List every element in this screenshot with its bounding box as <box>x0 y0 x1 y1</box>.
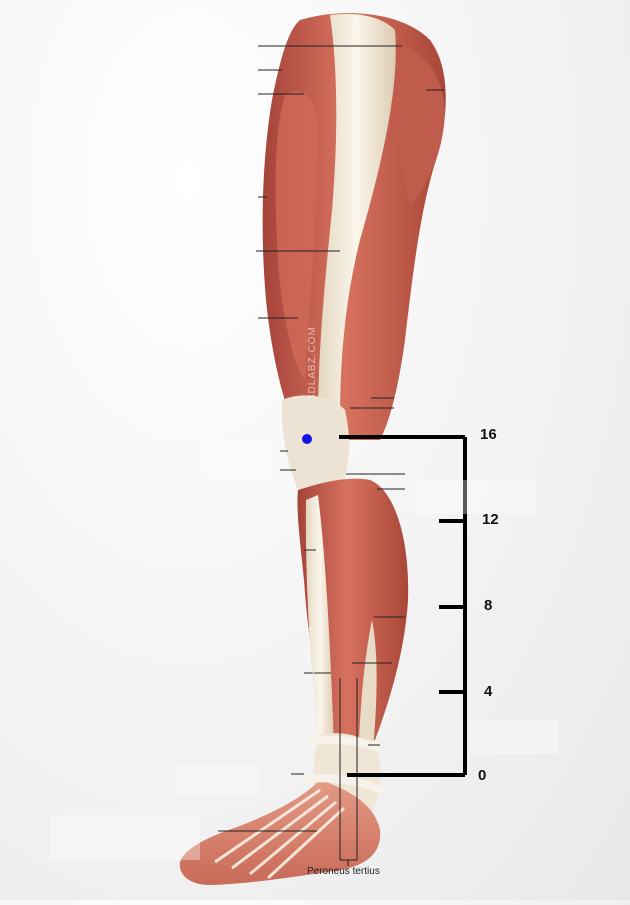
gluteal-muscle <box>395 45 445 205</box>
retinaculum-upper <box>309 736 382 752</box>
retinaculum-lower <box>304 774 387 796</box>
peroneus-tertius-label: Peroneus tertius <box>307 866 380 877</box>
scale-label-8: 8 <box>484 597 493 614</box>
scale-label-4: 4 <box>484 683 493 700</box>
vastus-lateralis <box>275 91 318 380</box>
blurred-label <box>470 720 558 754</box>
achilles-tendon <box>358 620 377 760</box>
blurred-label <box>175 765 260 795</box>
iliotibial-band <box>318 13 396 421</box>
blurred-label <box>50 815 200 860</box>
blurred-label <box>415 480 535 514</box>
knee-joint <box>281 395 350 495</box>
scale-label-12: 12 <box>482 511 499 528</box>
watermark-text: 3DLABZ.COM <box>307 626 318 700</box>
watermark-text: 3DLABZ.COM <box>307 326 318 400</box>
label-leader-lines <box>218 45 444 866</box>
landmark-marker <box>302 434 312 444</box>
scale-label-16: 16 <box>480 426 497 443</box>
tibialis-tendon <box>305 495 334 745</box>
measurement-scale <box>339 435 467 777</box>
scale-label-0: 0 <box>478 767 487 784</box>
blurred-label <box>205 445 275 479</box>
extensor-tendons <box>214 788 346 880</box>
